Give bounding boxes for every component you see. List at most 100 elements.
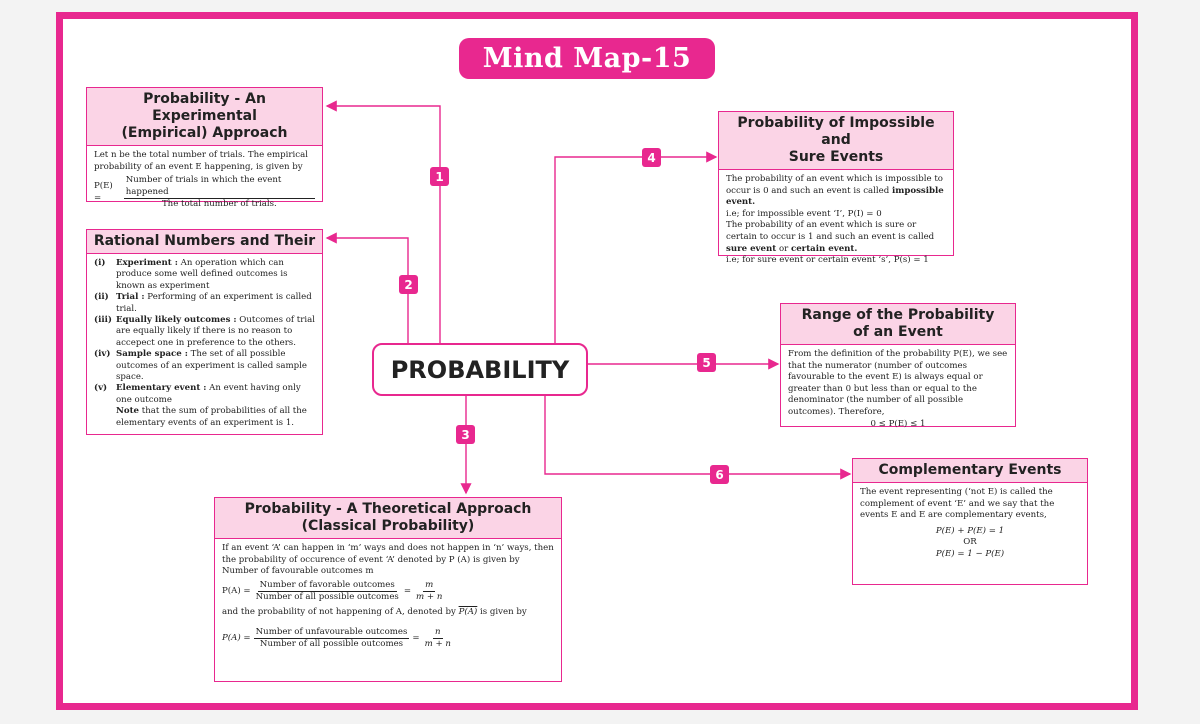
sure-event-term: sure event [726, 243, 777, 254]
text-part: The probability of an event which is sur… [726, 220, 935, 242]
heading-line: Probability of Impossible and [737, 115, 935, 148]
item-text: Equally likely outcomes : Outcomes of tr… [116, 315, 315, 349]
empirical-formula: P(E) = Number of trials in which the eve… [94, 175, 315, 211]
list-item: (ii) Trial : Performing of an experiment… [94, 292, 315, 315]
complement-sum-formula: P(E) + P(E) = 1 [935, 525, 1005, 536]
list-item: (iv) Sample space : The set of all possi… [94, 349, 315, 383]
note-text: Note that the sum of probabilities of al… [116, 406, 315, 429]
badge-5: 5 [697, 353, 716, 372]
item-desc: The set of all possible outcomes of an e… [116, 349, 307, 383]
range-of-probability-box: Range of the Probability of an Event Fro… [780, 303, 1016, 429]
box-heading: Probability of Impossible and Sure Event… [719, 112, 953, 170]
item-term: Experiment : [116, 258, 178, 268]
body-text: The probability of an event which is imp… [726, 174, 946, 209]
box-heading: Range of the Probability of an Event [781, 304, 1015, 345]
rational-numbers-box: Rational Numbers and Their (i) Experimen… [86, 229, 323, 435]
box-body: (i) Experiment : An operation which can … [87, 254, 322, 433]
heading-line: Probability - A Theoretical Approach [244, 501, 532, 517]
item-desc: An operation which can produce some well… [116, 258, 288, 291]
denominator: Number of all possible outcomes [259, 639, 404, 650]
text-part: is given by [480, 606, 527, 617]
or-text: OR [963, 537, 977, 548]
fraction: m m + n [414, 580, 444, 604]
item-text: Trial : Performing of an experiment is c… [116, 292, 315, 315]
connector-1 [325, 100, 441, 343]
formula-lhs: P(A) = [222, 586, 251, 597]
theoretical-approach-box: Probability - A Theoretical Approach (Cl… [214, 497, 562, 682]
equals-sign: = [412, 632, 420, 643]
heading-line: (Classical Probability) [301, 518, 475, 534]
item-text: Sample space : The set of all possible o… [116, 349, 315, 383]
heading-line: (Empirical) Approach [121, 125, 288, 141]
badge-1: 1 [430, 167, 449, 186]
experimental-approach-box: Probability - An Experimental (Empirical… [86, 87, 323, 209]
heading-line: Sure Events [788, 149, 884, 165]
box-body: The event representing (‘not E) is calle… [853, 483, 1087, 565]
heading-line: of an Event [853, 324, 943, 340]
item-term: Equally likely outcomes : [116, 315, 237, 326]
box-body: If an event ‘A’ can happen in ‘m’ ways a… [215, 539, 561, 657]
badge-2: 2 [399, 275, 418, 294]
classical-formula: P(A) = Number of favorable outcomes Numb… [222, 580, 554, 604]
not-a-symbol: P(A) [458, 606, 478, 617]
numerator: Number of trials in which the event happ… [123, 175, 315, 200]
impossible-event-term: impossible event. [726, 185, 944, 208]
body-text: The probability of an event which is sur… [726, 220, 946, 255]
fraction: n m + n [423, 627, 453, 651]
central-topic: PROBABILITY [372, 343, 588, 396]
fraction: Number of unfavourable outcomes Number o… [253, 627, 410, 651]
fraction: Number of trials in which the event happ… [123, 175, 315, 211]
mind-map-title: Mind Map-15 [459, 38, 715, 79]
body-text: i.e; for sure event or certain event ‘s’… [726, 255, 929, 266]
body-text: i.e; for impossible event ‘I’, P(I) = 0 [726, 208, 882, 219]
denominator: Number of all possible outcomes [255, 592, 399, 603]
box-body: Let n be the total number of trials. The… [87, 146, 322, 217]
formula-lhs: P(E) = [94, 181, 113, 204]
list-item: (iii) Equally likely outcomes : Outcomes… [94, 315, 315, 349]
body-text: and the probability of not happening of … [222, 607, 554, 619]
numerator: m [423, 580, 436, 593]
body-text: The event representing (‘not E) is calle… [860, 487, 1055, 521]
denominator: The total number of trials. [161, 199, 277, 210]
item-marker: (iii) [94, 315, 112, 326]
item-text: Experiment : An operation which can prod… [116, 258, 315, 292]
numerator: Number of unfavourable outcomes [253, 627, 410, 640]
complement-formula: P(E) = 1 − P(E) [935, 548, 1005, 559]
badge-6: 6 [710, 465, 729, 484]
item-desc: Performing of an experiment is called tr… [116, 292, 312, 314]
range-formula: 0 ≤ P(E) ≤ 1 [870, 418, 926, 429]
numerator: Number of favorable outcomes [257, 580, 397, 593]
text-part: The probability of an event which is imp… [726, 174, 943, 196]
box-body: The probability of an event which is imp… [719, 170, 953, 271]
item-term: Elementary event : [116, 383, 207, 394]
heading-line: Range of the Probability [801, 307, 995, 323]
denominator: m + n [424, 639, 451, 650]
list-item: (i) Experiment : An operation which can … [94, 258, 315, 292]
complementary-events-box: Complementary Events The event represent… [852, 458, 1088, 585]
box-heading: Probability - A Theoretical Approach (Cl… [215, 498, 561, 539]
certain-event-term: certain event. [790, 243, 858, 254]
numerator: n [433, 627, 443, 640]
item-term: Trial : [116, 292, 145, 303]
note-row: Note that the sum of probabilities of al… [94, 406, 315, 429]
connector-6 [544, 396, 852, 480]
body-text: Let n be the total number of trials. The… [94, 150, 308, 172]
item-desc: An event having only one outcome [116, 383, 301, 405]
item-desc: Outcomes of trial are equally likely if … [116, 315, 315, 348]
equals-sign: = [403, 586, 412, 597]
item-marker: (iv) [94, 349, 111, 360]
box-heading: Probability - An Experimental (Empirical… [87, 88, 322, 146]
complement-formula: P(A) = Number of unfavourable outcomes N… [222, 627, 554, 651]
body-text: From the definition of the probability P… [788, 349, 1008, 417]
box-body: From the definition of the probability P… [781, 345, 1015, 434]
note-desc: that the sum of probabilities of all the… [116, 406, 307, 428]
body-text: Number of favourable outcomes m [222, 566, 374, 577]
heading-line: Probability - An Experimental [143, 91, 266, 124]
item-marker: (ii) [94, 292, 109, 303]
text-part: or [776, 243, 791, 254]
box-heading: Complementary Events [853, 459, 1087, 483]
connector-2 [325, 232, 409, 343]
item-marker: (v) [94, 383, 108, 394]
text-part: and the probability of not happening of … [222, 606, 456, 617]
